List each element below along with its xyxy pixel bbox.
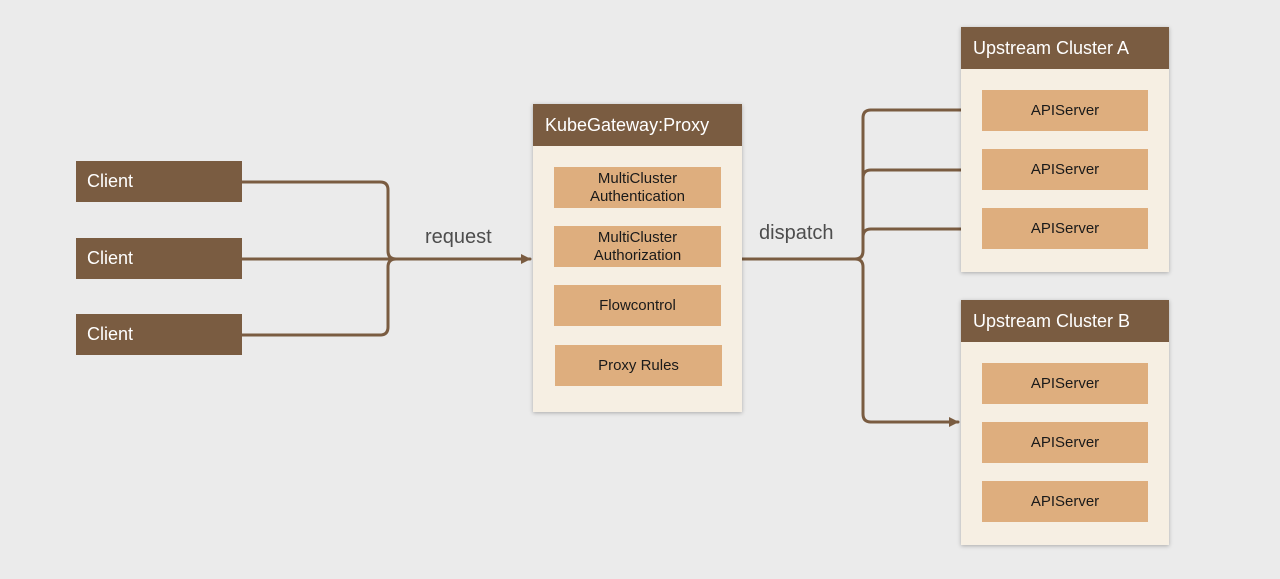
dispatch-arrow-a2 bbox=[861, 165, 981, 180]
module-flowcontrol: Flowcontrol bbox=[554, 285, 721, 326]
cluster-a-apiserver-2-label: APIServer bbox=[1030, 160, 1100, 178]
cluster-a-title: Upstream Cluster A bbox=[961, 27, 1169, 69]
dispatch-arrow-a3 bbox=[861, 224, 981, 239]
client-box-1: Client bbox=[76, 161, 242, 202]
client-box-3: Client bbox=[76, 314, 242, 355]
client-box-2: Client bbox=[76, 238, 242, 279]
cluster-b-apiserver-3: APIServer bbox=[982, 481, 1148, 522]
cluster-b-apiserver-3-label: APIServer bbox=[1030, 492, 1100, 510]
cluster-a-apiserver-3-label: APIServer bbox=[1030, 219, 1100, 237]
module-authorization-line2: Authorization bbox=[593, 246, 682, 264]
client-1-connector bbox=[240, 180, 398, 261]
cluster-a-apiserver-3: APIServer bbox=[982, 208, 1148, 249]
cluster-b-apiserver-2-label: APIServer bbox=[1030, 433, 1100, 451]
module-flowcontrol-label: Flowcontrol bbox=[599, 296, 676, 314]
dispatch-bus-down bbox=[853, 257, 873, 424]
module-authentication-line1: MultiCluster bbox=[597, 169, 678, 187]
module-proxy-rules-label: Proxy Rules bbox=[598, 356, 679, 374]
module-authorization-line1: MultiCluster bbox=[597, 228, 678, 246]
client-3-connector bbox=[240, 257, 398, 337]
cluster-b-panel: Upstream Cluster B APIServer APIServer A… bbox=[961, 300, 1169, 545]
module-authentication: MultiCluster Authentication bbox=[554, 167, 721, 208]
cluster-b-title: Upstream Cluster B bbox=[961, 300, 1169, 342]
gateway-title: KubeGateway:Proxy bbox=[533, 104, 742, 146]
module-authentication-line2: Authentication bbox=[589, 187, 686, 205]
cluster-b-apiserver-1: APIServer bbox=[982, 363, 1148, 404]
gateway-panel: KubeGateway:Proxy MultiCluster Authentic… bbox=[533, 104, 742, 412]
cluster-a-apiserver-1-label: APIServer bbox=[1030, 101, 1100, 119]
cluster-a-apiserver-1: APIServer bbox=[982, 90, 1148, 131]
request-label: request bbox=[425, 226, 492, 248]
dispatch-label: dispatch bbox=[759, 222, 834, 244]
cluster-a-panel: Upstream Cluster A APIServer APIServer A… bbox=[961, 27, 1169, 272]
cluster-b-apiserver-1-label: APIServer bbox=[1030, 374, 1100, 392]
cluster-a-apiserver-2: APIServer bbox=[982, 149, 1148, 190]
module-authorization: MultiCluster Authorization bbox=[554, 226, 721, 267]
module-proxy-rules: Proxy Rules bbox=[555, 345, 722, 386]
cluster-b-apiserver-2: APIServer bbox=[982, 422, 1148, 463]
